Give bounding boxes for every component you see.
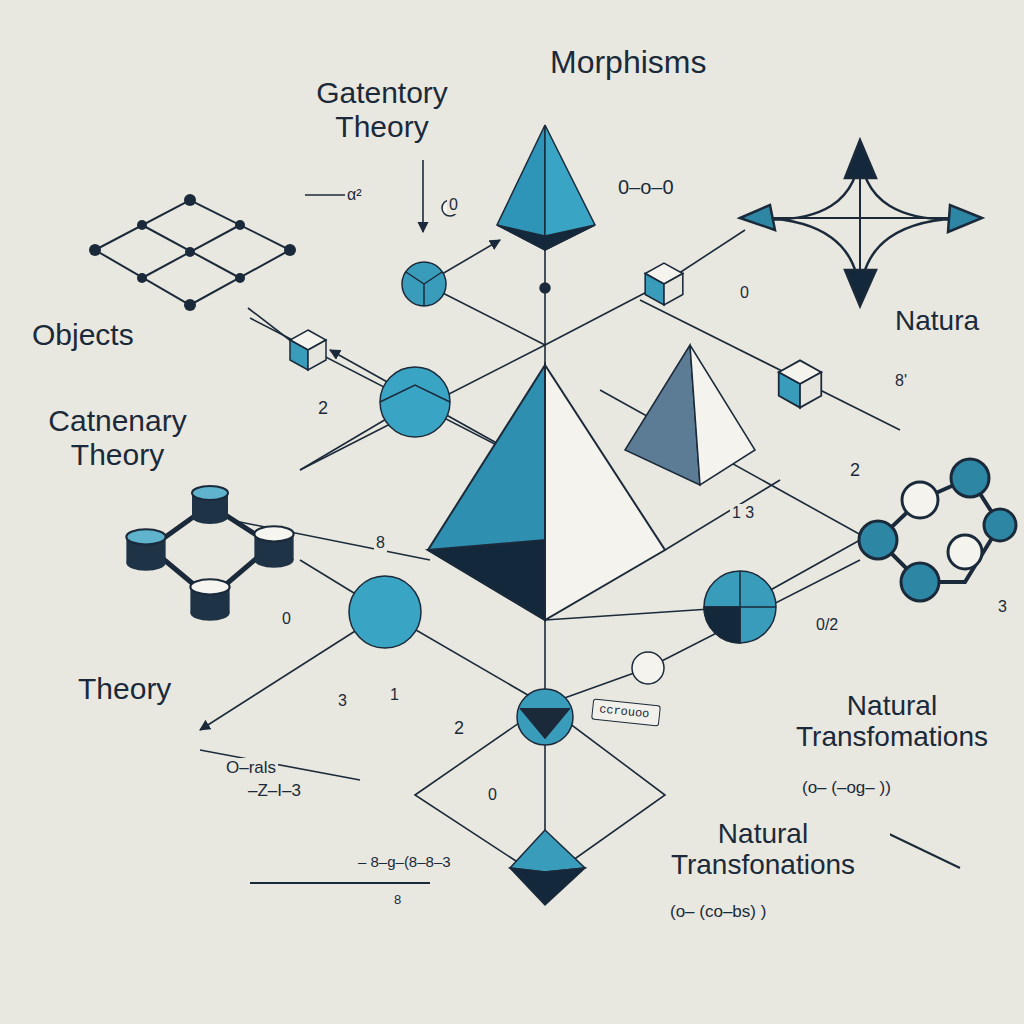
object-circle <box>402 262 446 306</box>
circle-mark <box>380 385 450 402</box>
heading-label: Natural Transfonations <box>636 818 890 881</box>
object-circle <box>704 571 776 643</box>
pyramid-base <box>497 225 595 250</box>
lattice-dot <box>235 220 245 230</box>
pyramid-face <box>428 540 545 620</box>
rule-line <box>250 882 430 884</box>
pyramid-face <box>625 345 700 485</box>
small-label: 0 <box>486 786 499 804</box>
heading-label: Morphisms <box>548 45 708 81</box>
pyramid-face <box>690 345 755 485</box>
star-tip <box>845 270 876 306</box>
cylinder <box>190 579 229 620</box>
lattice-line <box>142 225 240 278</box>
cube <box>645 263 683 305</box>
lattice-outline <box>95 200 290 305</box>
heading-label: Natura <box>893 305 981 336</box>
small-label: 8 <box>374 534 387 552</box>
small-label: 1 <box>388 686 401 704</box>
small-label: 2 <box>452 718 466 738</box>
axis-dot <box>540 283 550 293</box>
small-label: 1 3 <box>730 504 756 522</box>
small-label: 3 <box>336 692 349 710</box>
small-label: 2 <box>316 398 330 418</box>
cube <box>290 330 326 370</box>
octa-face <box>510 830 585 872</box>
small-label: 0–o–0 <box>616 176 676 198</box>
lattice-dot <box>185 247 195 257</box>
ring-circle <box>948 535 982 569</box>
heading-label: Catnenary Theory <box>8 404 227 471</box>
object-circle <box>349 576 421 648</box>
ring-circle <box>902 482 938 518</box>
object-circles <box>349 200 776 745</box>
small-label: 0 <box>280 610 293 628</box>
top-pyramid <box>497 125 595 250</box>
circle-mark <box>520 708 570 738</box>
ring-circle <box>859 521 897 559</box>
small-label: O–rals <box>224 758 278 777</box>
star-tip <box>948 205 982 232</box>
small-label: 8' <box>893 372 909 390</box>
heading-label: Gatentory Theory <box>275 76 489 143</box>
pyramid-face <box>545 365 665 620</box>
cube <box>779 360 822 407</box>
cylinder <box>192 486 228 524</box>
small-label: α² <box>345 186 364 204</box>
heading-label: Theory <box>76 672 173 706</box>
link-line <box>648 560 860 668</box>
lattice-dot <box>284 244 296 256</box>
octa-face <box>510 868 585 905</box>
small-label: (o– (–og– )) <box>800 778 893 797</box>
small-label: 8 <box>392 893 403 908</box>
circle-mark <box>406 272 442 306</box>
central-pyramid <box>428 365 665 620</box>
arrow-line <box>422 160 424 232</box>
network-lines <box>200 160 960 883</box>
heading-label: Natural Transfomations <box>768 690 1016 753</box>
small-label: 0 <box>738 284 751 302</box>
lattice-dot <box>184 194 196 206</box>
small-label: –Z–I–3 <box>246 781 303 800</box>
object-circle <box>517 689 573 745</box>
lattice-dot <box>137 273 147 283</box>
ring-circle <box>901 563 939 601</box>
small-label: 3 <box>996 598 1009 616</box>
ring-circle <box>984 509 1016 541</box>
link-line <box>200 750 360 780</box>
small-label: (o– (co–bs) ) <box>668 902 768 921</box>
tag-box: ccrouoo <box>591 699 661 727</box>
object-circle <box>632 652 664 684</box>
cylinder <box>126 529 165 570</box>
circle-mark <box>704 607 740 643</box>
star-figure <box>740 140 982 306</box>
octahedron <box>510 830 585 905</box>
circle-mark <box>704 571 776 643</box>
lattice-dot <box>184 299 196 311</box>
lattice-line <box>142 225 240 278</box>
lattice <box>89 194 296 311</box>
cylinder-ring <box>126 486 293 621</box>
object-circle <box>380 367 450 437</box>
small-label: 0/2 <box>814 616 840 634</box>
star-line <box>745 217 978 219</box>
circle-ring <box>859 459 1016 601</box>
small-label: 0 <box>447 196 460 214</box>
lattice-dot <box>235 273 245 283</box>
ring-circle <box>951 459 989 497</box>
cylinder <box>254 526 293 567</box>
heading-label: Objects <box>30 318 136 352</box>
tag-text: ccrouoo <box>598 702 653 722</box>
link-line <box>665 480 780 550</box>
star-tip <box>845 140 876 178</box>
small-label: 2 <box>848 460 862 480</box>
small-label: – 8–g–(8–8–3 <box>356 854 453 871</box>
lattice-dot <box>89 244 101 256</box>
small-pyramid <box>625 345 755 485</box>
lattice-dot <box>137 220 147 230</box>
star-tip <box>740 205 775 230</box>
